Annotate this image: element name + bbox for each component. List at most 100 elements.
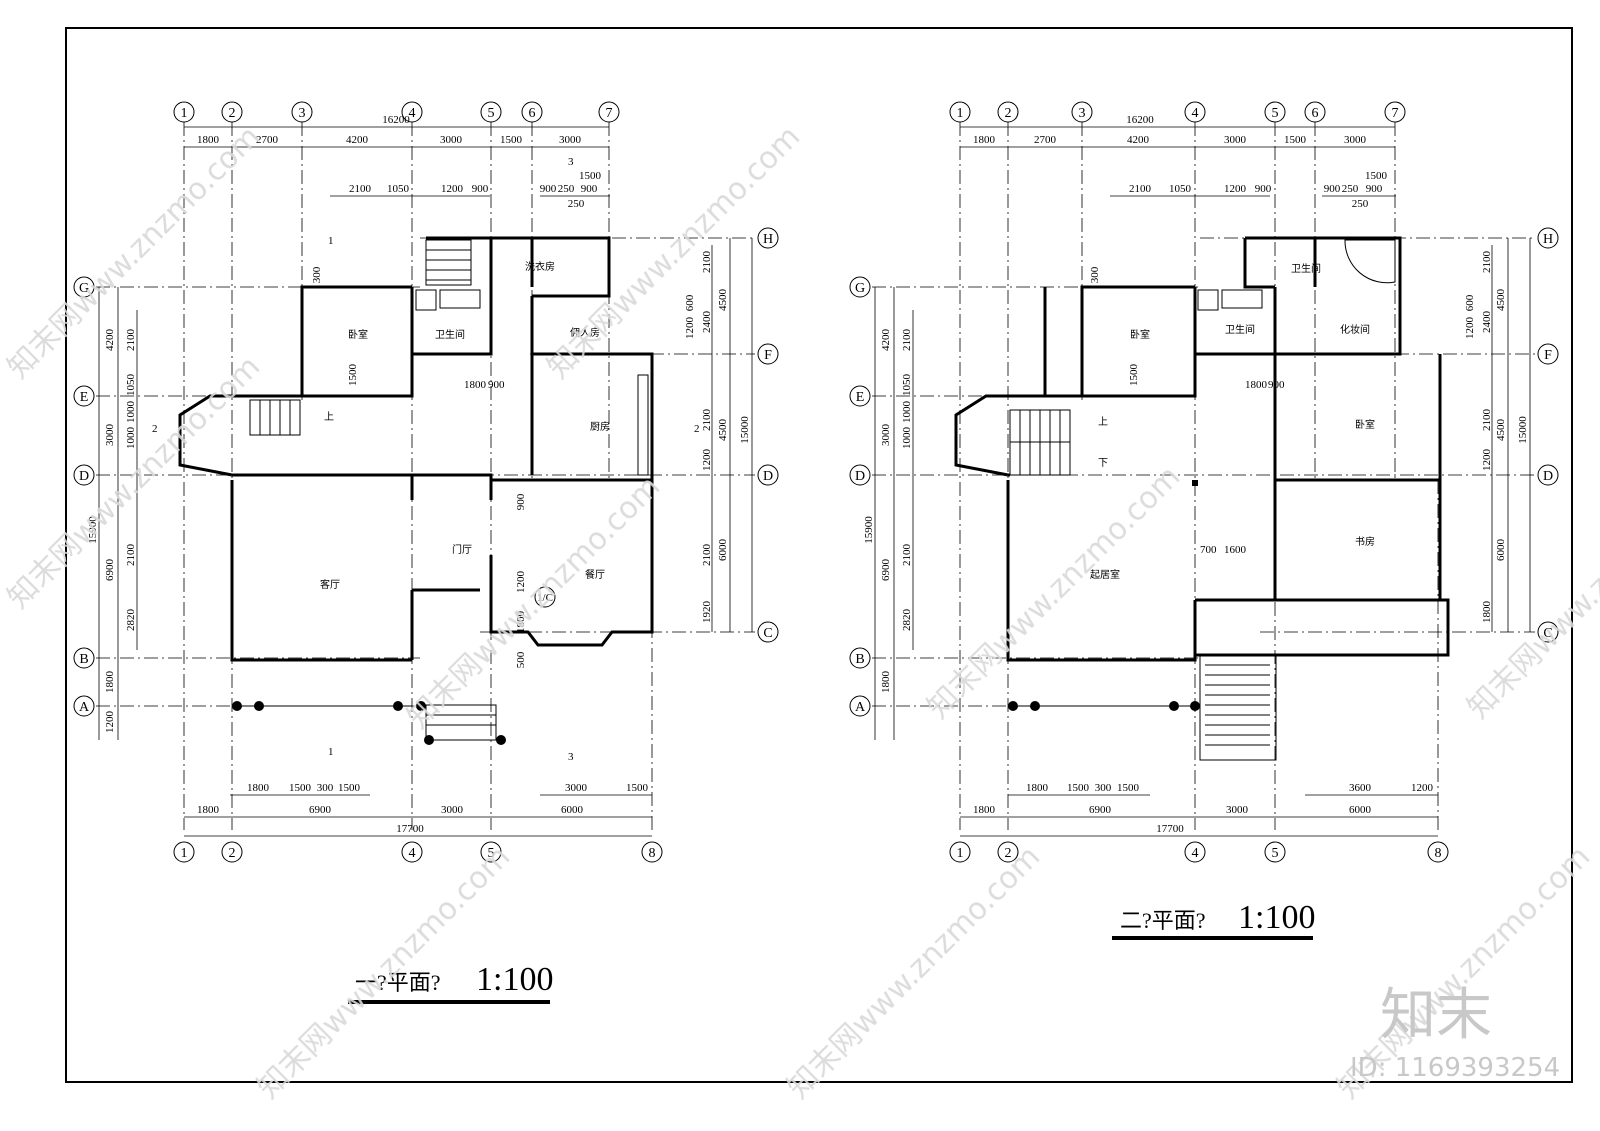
dim-window: 250 <box>1352 198 1369 210</box>
dim-window: 1500 <box>1117 782 1140 794</box>
room-label: 书房 <box>1355 535 1375 548</box>
plan-1-dims-bottom: 1800 1500 300 1500 3000 1500 1800 6900 3… <box>184 782 652 837</box>
dim-right: 15000 <box>739 416 751 444</box>
dim-left-inner: 2100 <box>901 544 913 567</box>
dim-window: 1500 <box>338 782 361 794</box>
stair-label: 上 <box>324 411 334 423</box>
dim-window: 3600 <box>1349 782 1372 794</box>
plan-1-grid-right: H F D C <box>757 227 779 643</box>
grid-bubble: 7 <box>1392 106 1399 121</box>
dim-interior: 700 <box>1200 544 1217 556</box>
section-mark: 2 <box>694 423 700 435</box>
dim-total: 17700 <box>396 823 424 835</box>
dim-left-inner: 2100 <box>125 329 137 352</box>
dim-left: 6900 <box>104 559 116 582</box>
grid-bubble: D <box>855 469 865 484</box>
dim-right-inner: 2400 <box>701 311 713 334</box>
dim-span: 3000 <box>1344 134 1367 146</box>
plan-2-grid-left: G E D B A <box>849 276 871 717</box>
grid-bubble: A <box>855 700 866 715</box>
sheet-border <box>65 27 1573 1083</box>
dim-span: 1800 <box>973 804 996 816</box>
grid-bubble: 3 <box>299 106 306 121</box>
dim-left: 1800 <box>880 671 892 694</box>
dim-span: 2700 <box>1034 134 1057 146</box>
dim-left-inner: 2820 <box>901 609 913 632</box>
dim-right-mid: 6000 <box>1495 539 1507 562</box>
watermark-text: 知末网www.znzmo.com <box>1461 459 1600 725</box>
section-mark: 2 <box>152 423 158 435</box>
dim-left-inner: 1050 <box>125 374 137 397</box>
dim-window: 900 <box>1366 183 1383 195</box>
plan-2-title: 二?平面? 1:100 <box>1112 899 1315 940</box>
room-label: 厨房 <box>590 420 610 433</box>
watermark-layer: 知末网www.znzmo.com 知末网www.znzmo.com 知末网www… <box>1 119 1600 1105</box>
grid-bubble: D <box>763 469 773 484</box>
dim-left-inner: 2820 <box>125 609 137 632</box>
grid-bubble: B <box>855 652 864 667</box>
dim-span: 6900 <box>309 804 332 816</box>
dim-window: 1500 <box>579 170 602 182</box>
dim-right-inner: 2100 <box>1481 409 1493 432</box>
room-label: 客厅 <box>320 578 340 591</box>
room-label: 卧室 <box>1130 328 1150 341</box>
dim-right: 15000 <box>1517 416 1529 444</box>
grid-bubble: 2 <box>1005 106 1012 121</box>
dim-window: 1200 <box>1411 782 1434 794</box>
grid-bubble: 6 <box>529 106 536 121</box>
dim-window: 1500 <box>626 782 649 794</box>
dim-left: 1200 <box>104 711 116 734</box>
dim-total: 17700 <box>1156 823 1184 835</box>
dim-interior: 1200 <box>515 571 527 594</box>
stair-label: 下 <box>1098 458 1108 469</box>
plan-2-grid-top: 1 2 3 4 5 6 7 <box>949 101 1406 123</box>
plan-2-dims-left: 4200 3000 15900 6900 1800 2100 1050 1000… <box>863 266 1140 740</box>
plan-1-fixtures: 上 <box>232 239 649 745</box>
grid-bubble: A <box>79 700 90 715</box>
dim-left-inner: 1000 <box>125 427 137 450</box>
dim-window: 900 <box>540 183 557 195</box>
dim-left-inner: 1000 <box>901 401 913 424</box>
grid-bubble: 4 <box>409 106 416 121</box>
dim-right-inner: 2100 <box>701 409 713 432</box>
dim-window: 1800 <box>1026 782 1049 794</box>
plan-scale: 1:100 <box>1238 899 1315 936</box>
dim-interior: 1800 <box>464 379 487 391</box>
section-mark: 1 <box>328 235 334 247</box>
grid-bubble: 8 <box>1435 846 1442 861</box>
grid-bubble: D <box>1543 469 1553 484</box>
dim-right-mid: 4500 <box>717 419 729 442</box>
plan-2-axes <box>872 122 1535 830</box>
grid-bubble: 1 <box>957 846 964 861</box>
dim-window: 1800 <box>247 782 270 794</box>
grid-bubble: 1 <box>181 106 188 121</box>
dim-span: 3000 <box>1224 134 1247 146</box>
dim-interior: 1800 <box>515 611 527 634</box>
room-label: 卫生间 <box>1225 323 1255 336</box>
dim-left-inner: 2100 <box>901 329 913 352</box>
plan-1-rooms: 卧室 卫生间 洗衣房 佣人房 厨房 客厅 门厅 餐厅 <box>320 260 610 591</box>
dim-span: 3000 <box>440 134 463 146</box>
dim-left: 6900 <box>880 559 892 582</box>
dim-window: 900 <box>581 183 598 195</box>
room-label: 化妆间 <box>1340 323 1370 336</box>
grid-bubble: F <box>1544 348 1552 363</box>
dim-window: 250 <box>568 198 585 210</box>
dim-right-inner: 1200 <box>701 449 713 472</box>
plan-1-first-floor: 1 2 3 4 5 6 7 1 2 4 5 8 G E D B A H F D <box>73 101 779 1004</box>
dim-right-inner: 600 <box>684 294 696 311</box>
dim-window: 900 <box>1255 183 1272 195</box>
grid-bubble: E <box>856 390 865 405</box>
grid-bubble: 7 <box>606 106 613 121</box>
grid-bubble: 6 <box>1312 106 1319 121</box>
room-label: 餐厅 <box>585 568 605 581</box>
plan-1-grid-top: 1 2 3 4 5 6 7 <box>173 101 620 123</box>
detail-mark: 1/C <box>537 592 553 604</box>
plan-2-grid-right: H F D C <box>1537 227 1559 643</box>
room-label: 卧室 <box>348 328 368 341</box>
dim-window: 2100 <box>349 183 372 195</box>
grid-bubble: 4 <box>1192 846 1199 861</box>
dim-right-mid: 4500 <box>1495 289 1507 312</box>
stair-label: 上 <box>1098 416 1108 428</box>
plan-2-rooms: 卧室 卫生间 卫生间 化妆间 卧室 起居室 书房 <box>1090 262 1375 581</box>
